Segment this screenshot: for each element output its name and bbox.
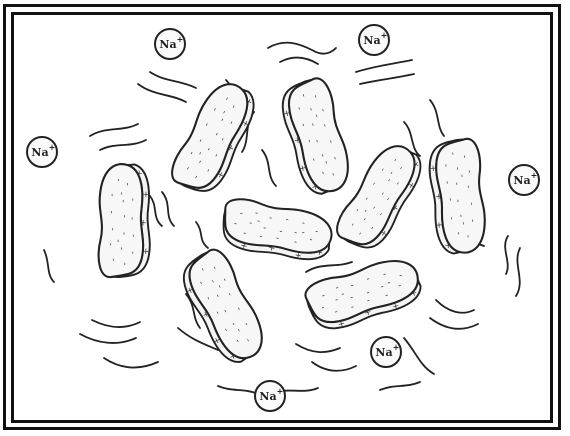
water-molecule — [262, 150, 276, 186]
clay-particle: ------------------++++ — [217, 195, 335, 268]
water-molecule — [80, 334, 136, 343]
clay-particle: ------------------++++ — [173, 245, 271, 371]
negative-charge: - — [129, 234, 139, 237]
sodium-ion: Na+ — [255, 381, 285, 411]
clay-particle: ------------------++++ — [426, 138, 487, 255]
negative-charge: - — [107, 210, 117, 213]
positive-charge: + — [433, 221, 443, 229]
water-molecule — [138, 84, 186, 102]
water-molecule — [505, 236, 508, 274]
positive-charge: + — [135, 169, 145, 177]
negative-charge: - — [117, 192, 127, 195]
ion-charge: + — [393, 342, 400, 352]
water-molecule — [356, 60, 412, 72]
negative-charge: - — [120, 262, 130, 265]
negative-charge: - — [113, 239, 123, 242]
water-molecule — [44, 250, 54, 282]
ion-charge: + — [49, 142, 56, 152]
water-molecule — [218, 386, 258, 394]
water-molecule — [430, 100, 444, 136]
negative-charge: - — [109, 258, 119, 261]
water-molecule — [162, 192, 174, 226]
water-molecule — [404, 338, 434, 374]
ion-charge: + — [531, 170, 538, 180]
water-molecule — [296, 344, 340, 352]
sodium-ion: Na+ — [27, 137, 57, 167]
positive-charge: + — [139, 219, 149, 227]
ion-symbol: Na — [31, 146, 48, 159]
ion-symbol: Na — [513, 174, 530, 187]
sodium-ion: Na+ — [155, 29, 185, 59]
water-molecule — [280, 58, 318, 64]
water-molecule — [436, 300, 474, 313]
water-molecule — [100, 140, 146, 150]
water-molecule — [150, 72, 196, 88]
clay-particle: ------------------++++ — [275, 76, 355, 199]
negative-charge: - — [117, 247, 127, 250]
negative-charge: - — [107, 193, 117, 196]
negative-charge: - — [128, 198, 138, 201]
ion-symbol: Na — [375, 346, 392, 359]
positive-charge: + — [427, 164, 437, 172]
negative-charge: - — [128, 251, 138, 254]
water-molecule — [90, 124, 138, 136]
positive-charge: + — [142, 191, 152, 199]
water-molecule — [104, 358, 158, 368]
sodium-ion: Na+ — [371, 337, 401, 367]
negative-charge: - — [127, 217, 137, 220]
water-molecule — [306, 262, 352, 272]
positive-charge: + — [442, 241, 452, 249]
clay-particle: ------------------++++ — [166, 76, 267, 201]
ion-charge: + — [177, 34, 184, 44]
positive-charge: + — [433, 193, 443, 201]
water-molecule — [312, 362, 356, 371]
negative-charge: - — [114, 178, 124, 181]
water-molecule — [268, 43, 336, 54]
negative-charge: - — [119, 199, 129, 202]
clay-particle: ------------------++++ — [97, 163, 155, 278]
ion-symbol: Na — [259, 390, 276, 403]
water-molecule — [360, 74, 414, 84]
negative-charge: - — [123, 182, 133, 185]
ion-charge: + — [381, 30, 388, 40]
water-molecule — [196, 222, 208, 248]
ion-charge: + — [277, 386, 284, 396]
water-molecule — [430, 318, 478, 329]
water-molecule — [92, 320, 140, 327]
negative-charge: - — [108, 228, 118, 231]
water-molecule — [150, 196, 162, 226]
water-molecule — [516, 248, 520, 296]
sodium-ion: Na+ — [359, 25, 389, 55]
positive-charge: + — [141, 248, 151, 256]
ion-symbol: Na — [159, 38, 176, 51]
water-molecule — [380, 382, 420, 390]
ion-symbol: Na — [363, 34, 380, 47]
sodium-ion: Na+ — [509, 165, 539, 195]
clay-particles: ------------------++++------------------… — [97, 76, 487, 371]
